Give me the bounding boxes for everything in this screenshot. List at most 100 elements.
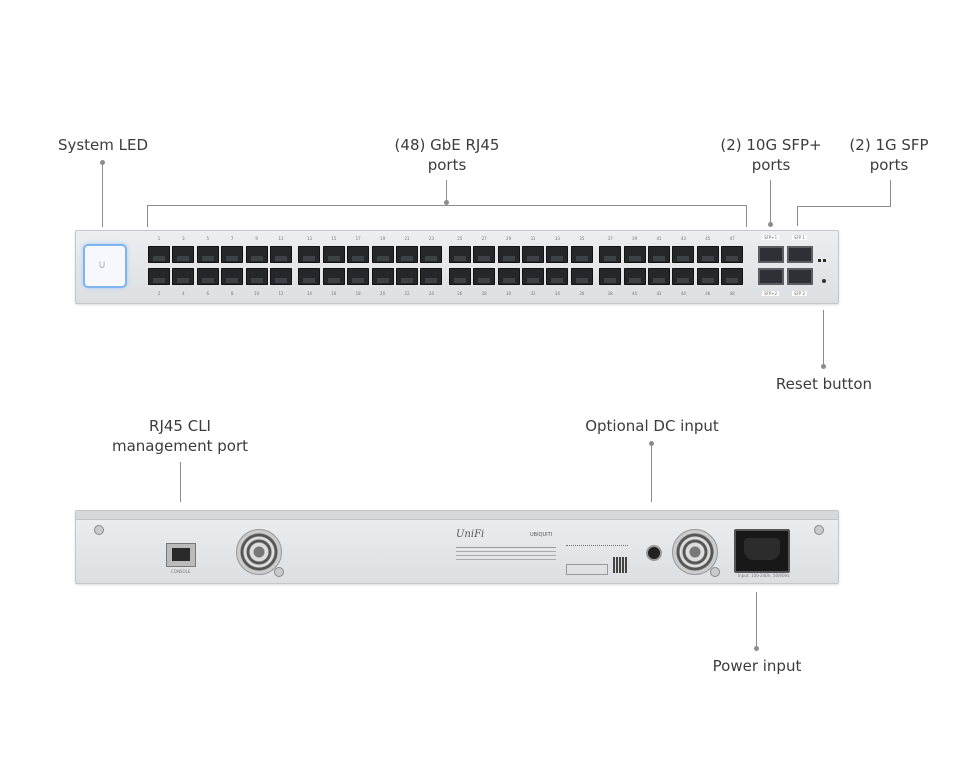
rj45-port-21[interactable] bbox=[396, 246, 418, 263]
rj45-port-29[interactable] bbox=[497, 246, 520, 263]
switch-rear-panel: CONSOLE UniFi UBIQUITI Input: 100-240V, … bbox=[75, 510, 839, 584]
port-number-label: 3 bbox=[182, 236, 185, 241]
rj45-port-8[interactable] bbox=[221, 268, 244, 285]
rj45-port-45[interactable] bbox=[696, 246, 719, 263]
sfp-plus-leader bbox=[770, 180, 771, 225]
dc-leader-dot bbox=[649, 441, 654, 446]
system-led-label: System LED bbox=[57, 136, 149, 154]
rj45-port-30[interactable] bbox=[497, 268, 520, 285]
dc-leader bbox=[651, 444, 652, 502]
status-led-cluster bbox=[818, 259, 828, 269]
sfp-plus-ports-label-line2: ports bbox=[751, 156, 791, 174]
rj45-port-31[interactable] bbox=[522, 246, 544, 263]
rj45-port-17[interactable] bbox=[347, 246, 370, 263]
port-number-label: 18 bbox=[355, 291, 361, 296]
rj45-port-4[interactable] bbox=[172, 268, 195, 285]
ubiquiti-logo-icon: ∪ bbox=[98, 258, 107, 271]
rj45-port-9[interactable] bbox=[245, 246, 268, 263]
rj45-port-16[interactable] bbox=[322, 268, 345, 285]
rj45-port-35[interactable] bbox=[570, 246, 593, 263]
sfp-plus-port-2[interactable] bbox=[758, 268, 784, 285]
sfp-port-1[interactable] bbox=[787, 246, 813, 263]
port-number-label: 11 bbox=[278, 236, 284, 241]
sfp-port-2[interactable] bbox=[787, 268, 813, 285]
port-number-label: 27 bbox=[481, 236, 487, 241]
rj45-port-27[interactable] bbox=[473, 246, 496, 263]
port-number-label: 22 bbox=[404, 291, 410, 296]
port-number-label: 42 bbox=[656, 291, 662, 296]
rj45-port-10[interactable] bbox=[245, 268, 268, 285]
rj45-ports-label-line2: ports bbox=[427, 156, 467, 174]
cli-port-label: RJ45 CLI management port bbox=[105, 416, 255, 456]
system-led-button: ∪ bbox=[83, 244, 127, 288]
rj45-port-37[interactable] bbox=[599, 246, 622, 263]
rj45-port-15[interactable] bbox=[322, 246, 345, 263]
rj45-bracket-left bbox=[147, 205, 148, 227]
port-number-label: 40 bbox=[632, 291, 638, 296]
port-number-label: 13 bbox=[306, 236, 312, 241]
rj45-port-48[interactable] bbox=[721, 268, 744, 285]
power-rating-label: Input: 100-240V, 50/60Hz bbox=[738, 573, 790, 578]
rj45-bracket-stem bbox=[446, 180, 447, 205]
rj45-port-18[interactable] bbox=[347, 268, 370, 285]
fan-left-icon bbox=[236, 529, 282, 575]
rj45-port-42[interactable] bbox=[648, 268, 670, 285]
rj45-port-38[interactable] bbox=[599, 268, 622, 285]
rj45-port-23[interactable] bbox=[420, 246, 443, 263]
port-number-label: 28 bbox=[481, 291, 487, 296]
rj45-port-40[interactable] bbox=[623, 268, 646, 285]
port-number-label: 17 bbox=[355, 236, 361, 241]
rj45-port-14[interactable] bbox=[298, 268, 321, 285]
rj45-port-39[interactable] bbox=[623, 246, 646, 263]
rj45-port-26[interactable] bbox=[448, 268, 471, 285]
sfp-ports-label-line2: ports bbox=[869, 156, 909, 174]
port-number-label: 8 bbox=[230, 291, 234, 296]
port-number-label: 35 bbox=[579, 236, 585, 241]
rj45-port-5[interactable] bbox=[196, 246, 219, 263]
dc-input-jack[interactable] bbox=[646, 545, 662, 561]
port-number-label: 2 bbox=[157, 291, 161, 296]
rj45-port-11[interactable] bbox=[270, 246, 292, 263]
rj45-port-43[interactable] bbox=[672, 246, 695, 263]
reset-button[interactable] bbox=[822, 279, 826, 283]
rj45-port-28[interactable] bbox=[473, 268, 496, 285]
reset-leader-dot bbox=[821, 364, 826, 369]
reset-leader bbox=[823, 310, 824, 366]
regulatory-text-block bbox=[456, 544, 556, 574]
port-number-label: 25 bbox=[457, 236, 463, 241]
sfp-plus-port-1[interactable] bbox=[758, 246, 784, 263]
port-number-label: 37 bbox=[607, 236, 613, 241]
rj45-port-24[interactable] bbox=[420, 268, 443, 285]
rj45-port-41[interactable] bbox=[648, 246, 670, 263]
rj45-port-34[interactable] bbox=[546, 268, 569, 285]
rj45-port-7[interactable] bbox=[221, 246, 244, 263]
rj45-port-47[interactable] bbox=[721, 246, 744, 263]
console-port[interactable] bbox=[166, 543, 196, 567]
port-number-label: 47 bbox=[729, 236, 735, 241]
sfp-plus-tag-2: SFP+2 bbox=[762, 291, 780, 296]
ac-power-inlet[interactable] bbox=[734, 529, 790, 573]
rj45-port-3[interactable] bbox=[172, 246, 195, 263]
rj45-port-32[interactable] bbox=[522, 268, 544, 285]
rj45-port-12[interactable] bbox=[270, 268, 292, 285]
certification-marks bbox=[566, 545, 628, 554]
dc-input-label: Optional DC input bbox=[585, 417, 719, 435]
rj45-port-13[interactable] bbox=[298, 246, 321, 263]
rj45-port-6[interactable] bbox=[196, 268, 219, 285]
rj45-port-46[interactable] bbox=[696, 268, 719, 285]
rj45-port-20[interactable] bbox=[371, 268, 394, 285]
port-number-label: 29 bbox=[506, 236, 512, 241]
port-number-label: 33 bbox=[554, 236, 560, 241]
rj45-port-33[interactable] bbox=[546, 246, 569, 263]
rj45-port-2[interactable] bbox=[148, 268, 170, 285]
rj45-port-22[interactable] bbox=[396, 268, 418, 285]
sfp-plus-tag-1: SFP+1 bbox=[762, 235, 780, 240]
rj45-port-1[interactable] bbox=[148, 246, 170, 263]
port-number-label: 5 bbox=[206, 236, 210, 241]
rj45-port-44[interactable] bbox=[672, 268, 695, 285]
rj45-port-19[interactable] bbox=[371, 246, 394, 263]
rj45-port-36[interactable] bbox=[570, 268, 593, 285]
system-led-leader bbox=[102, 162, 103, 227]
port-number-label: 12 bbox=[278, 291, 284, 296]
rj45-port-25[interactable] bbox=[448, 246, 471, 263]
